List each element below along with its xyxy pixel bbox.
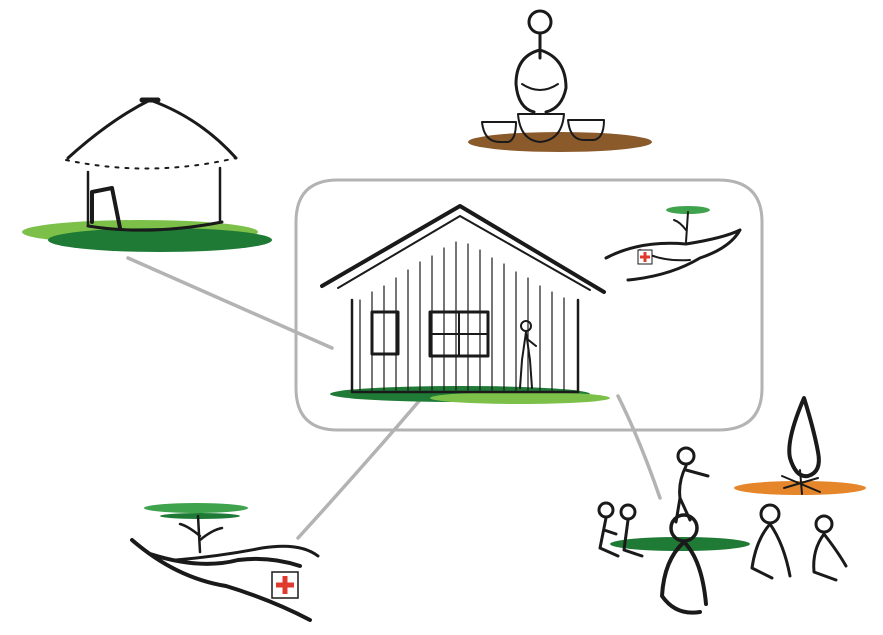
hand-holding-tree-and-medical-cross-icon-large — [132, 503, 318, 620]
connector-hand-to-house — [298, 400, 420, 538]
hand-holding-tree-and-medical-cross-icon — [606, 206, 740, 280]
connector-hut-to-house — [128, 258, 332, 348]
round-hut-icon — [22, 100, 272, 252]
house-icon — [322, 206, 610, 404]
connector-house-to-gathering — [618, 396, 660, 498]
seated-figure-with-bowls-icon — [468, 11, 652, 152]
house-grass-light — [430, 392, 610, 404]
hut-grass-dark — [48, 228, 272, 252]
